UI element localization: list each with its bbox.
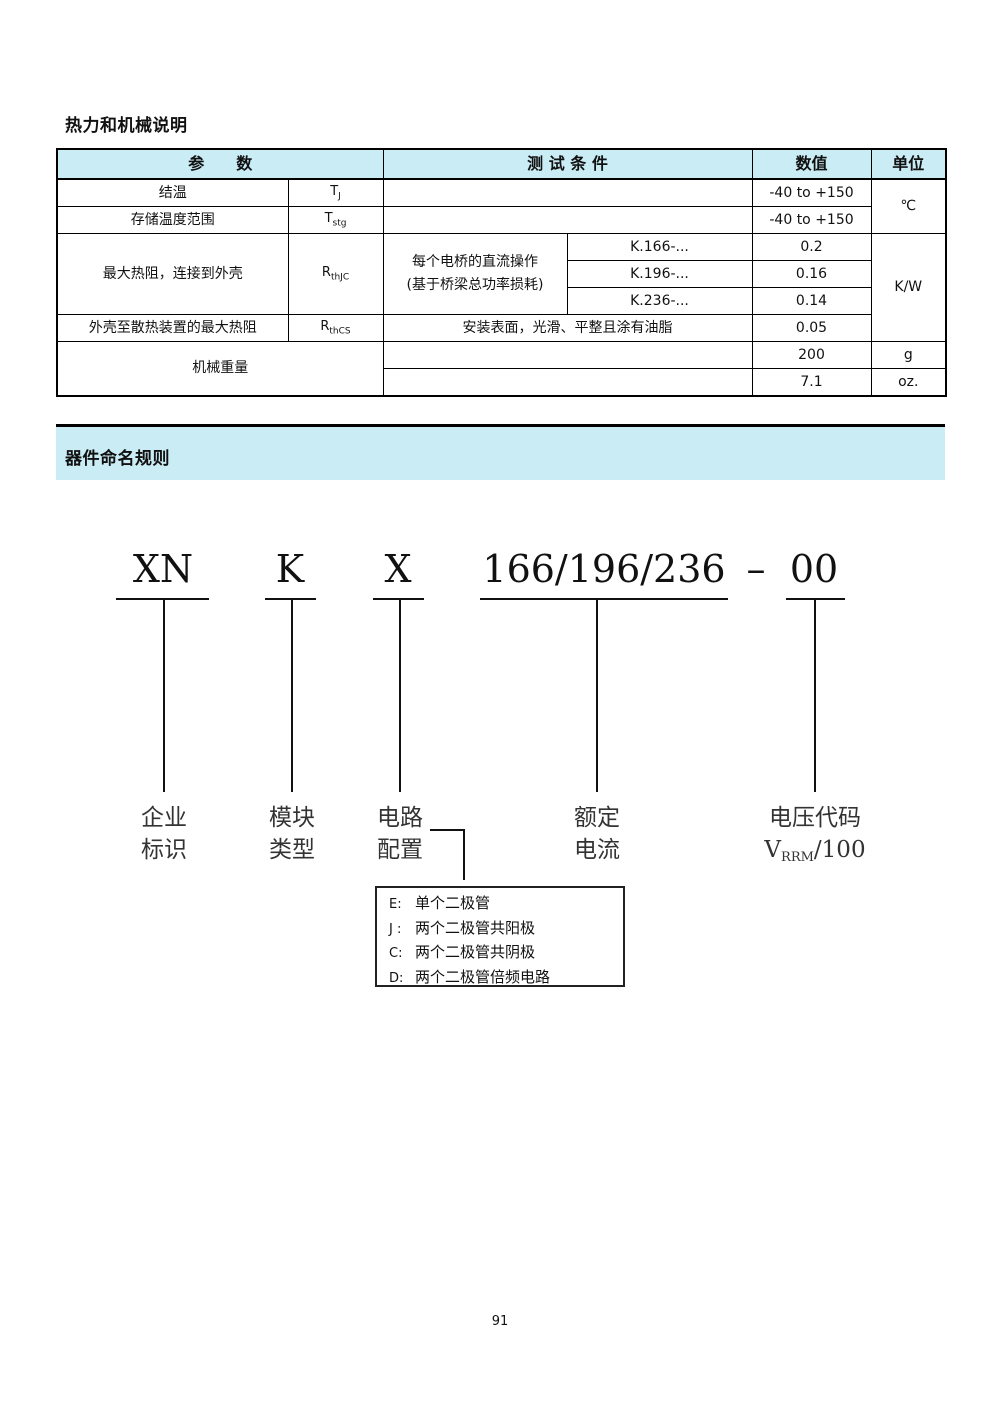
unit-celsius: ℃ — [870, 178, 947, 234]
naming-section-title: 器件命名规则 — [65, 449, 170, 469]
condition-empty — [382, 341, 753, 369]
thermal-section-title: 热力和机械说明 — [65, 116, 188, 136]
symbol-rthcs: RthCS — [287, 314, 384, 342]
condition-rthcs: 安装表面，光滑、平整且涂有油脂 — [382, 314, 753, 342]
segment-dash: – — [747, 547, 766, 591]
model-236: K.236-... — [566, 287, 753, 315]
header-unit: 单位 — [870, 148, 947, 180]
unit-g: g — [870, 341, 947, 369]
param-rthjc: 最大热阻，连接到外壳 — [56, 233, 289, 315]
table-row: 7.1 oz. — [57, 368, 947, 397]
value-weight-g: 200 — [751, 341, 872, 369]
condition-rthjc-line1: 每个电桥的直流操作 — [412, 254, 539, 271]
label-voltage-2: VRRM/100 — [763, 837, 865, 865]
unit-kw: K/W — [870, 233, 947, 342]
table-row: K.236-... 0.14 — [57, 287, 946, 315]
param-weight: 机械重量 — [56, 341, 384, 397]
page-number: 91 — [491, 1314, 509, 1329]
label-module-1: 模块 — [269, 805, 315, 831]
label-company-2: 标识 — [141, 837, 187, 863]
segment-current-code: 166/196/236 — [482, 547, 725, 591]
legend-item: C:两个二极管共阴极 — [389, 943, 536, 961]
table-row: 结温 TJ -40 to +150 ℃ — [56, 178, 947, 234]
label-circuit-2: 配置 — [377, 837, 423, 863]
segment-x: X — [384, 547, 411, 591]
value-junction: -40 to +150 — [751, 178, 872, 207]
circuit-config-legend: E:单个二极管 J :两个二极管共阳极 C:两个二极管共阴极 D:两个二极管倍频… — [375, 886, 625, 987]
table-row: K.196-... 0.16 — [57, 260, 946, 288]
value-rthjc-196: 0.16 — [751, 260, 872, 288]
value-rthcs: 0.05 — [751, 314, 872, 342]
value-rthjc-166: 0.2 — [751, 233, 872, 261]
thermal-spec-table: 参 数 测 试 条 件 数值 单位 结温 TJ -40 to +150 ℃ 存储… — [56, 148, 948, 397]
condition-empty — [382, 206, 753, 234]
label-circuit-1: 电路 — [377, 805, 423, 831]
symbol-tj: TJ — [287, 178, 384, 207]
value-weight-oz: 7.1 — [751, 368, 872, 397]
symbol-rthjc: RthJC — [287, 233, 384, 315]
param-rthcs: 外壳至散热装置的最大热阻 — [56, 314, 289, 342]
segment-k: K — [276, 547, 305, 591]
naming-diagram: XN K X 166/196/236 – 00 企业 标识 模块 类型 电路 配… — [116, 547, 866, 880]
value-storage: -40 to +150 — [751, 206, 872, 234]
header-param: 参 数 — [56, 148, 384, 180]
condition-rthjc-line2: (基于桥梁总功率损耗) — [406, 277, 544, 293]
unit-oz: oz. — [870, 368, 947, 397]
label-current-1: 额定 — [574, 805, 620, 831]
label-voltage-1: 电压代码 — [769, 805, 861, 831]
leader-lines — [116, 598, 845, 880]
param-junction: 结温 — [56, 178, 289, 207]
legend-item: E:单个二极管 — [389, 894, 491, 912]
segment-voltage-code: 00 — [790, 547, 838, 591]
table-row: 机械重量 200 g — [56, 341, 947, 397]
condition-rthjc: 每个电桥的直流操作 (基于桥梁总功率损耗) — [382, 233, 568, 315]
label-current-2: 电流 — [574, 837, 620, 863]
symbol-tstg: Tstg — [287, 206, 384, 234]
table-row: 外壳至散热装置的最大热阻 RthCS 安装表面，光滑、平整且涂有油脂 0.05 — [56, 314, 946, 342]
model-196: K.196-... — [566, 260, 753, 288]
segment-xn: XN — [133, 547, 193, 591]
table-header-row: 参 数 测 试 条 件 数值 单位 — [56, 148, 947, 180]
condition-empty — [382, 368, 753, 397]
value-rthjc-236: 0.14 — [751, 287, 872, 315]
naming-section-header: 器件命名规则 — [56, 424, 945, 480]
condition-empty — [382, 178, 753, 207]
legend-item: D:两个二极管倍频电路 — [389, 967, 551, 986]
header-condition: 测 试 条 件 — [382, 148, 753, 180]
legend-item: J :两个二极管共阳极 — [389, 918, 536, 937]
header-value: 数值 — [751, 148, 872, 180]
table-row: 最大热阻，连接到外壳 RthJC 每个电桥的直流操作 (基于桥梁总功率损耗) K… — [56, 233, 947, 342]
table-row: 存储温度范围 Tstg -40 to +150 — [56, 206, 946, 234]
param-storage: 存储温度范围 — [56, 206, 289, 234]
model-166: K.166-... — [566, 233, 753, 261]
label-company-1: 企业 — [141, 805, 187, 831]
label-module-2: 类型 — [269, 837, 315, 863]
